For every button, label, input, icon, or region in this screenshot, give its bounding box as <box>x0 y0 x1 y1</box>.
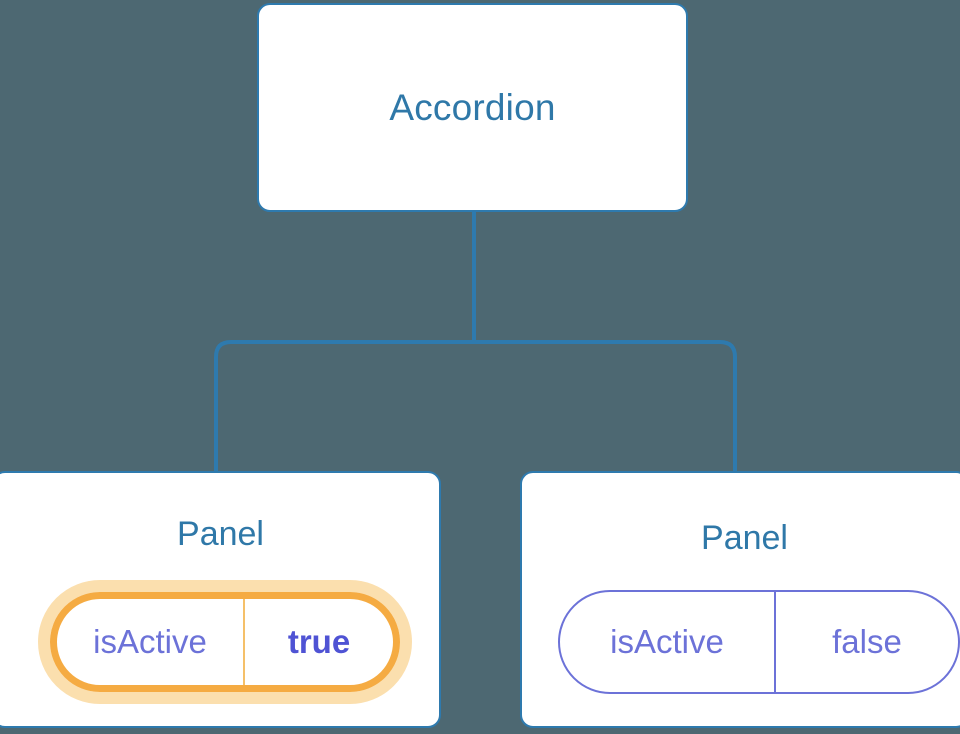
prop-value-false: false <box>774 592 958 692</box>
prop-key-is-active: isActive <box>93 623 207 660</box>
prop-value-true: true <box>243 599 393 685</box>
node-accordion[interactable]: Accordion <box>257 3 688 212</box>
connector-right-branch <box>474 340 737 474</box>
prop-key-is-active: isActive <box>610 623 724 660</box>
node-panel-right[interactable]: Panel isActive false <box>520 471 960 728</box>
node-panel-left[interactable]: Panel isActive true <box>0 471 441 728</box>
prop-pill-is-active-true[interactable]: isActive true <box>50 592 400 692</box>
node-panel-right-title: Panel <box>701 519 788 557</box>
prop-pill-is-active-false[interactable]: isActive false <box>558 590 960 694</box>
node-panel-left-title: Panel <box>177 515 264 553</box>
connector-left-branch <box>214 340 474 474</box>
node-accordion-title: Accordion <box>389 87 556 128</box>
